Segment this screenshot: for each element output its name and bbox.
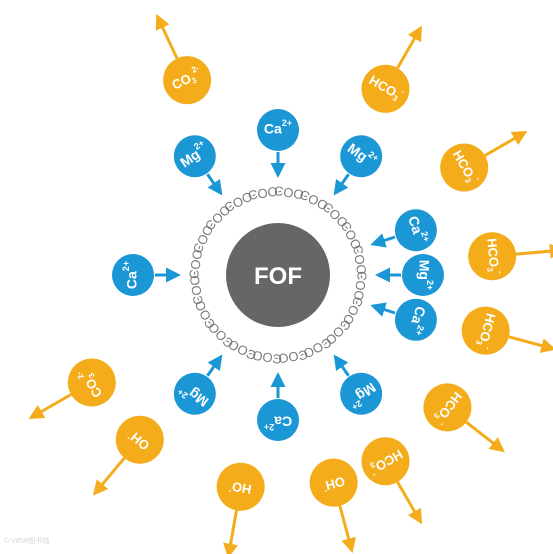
- outward-arrow: [465, 420, 505, 453]
- anion-label: HO-: [228, 478, 253, 499]
- watermark: © ViEW图书馆: [4, 538, 50, 545]
- carboxylate-label: COO-: [247, 347, 283, 367]
- inward-arrow: [333, 354, 350, 377]
- anion-bubble: [461, 306, 510, 355]
- anion-bubble: [440, 143, 489, 192]
- inward-arrow: [370, 302, 396, 317]
- ion-layer: Ca2+Mg2+Ca2+Mg2+Ca2+Mg2+Ca2+Mg2+Ca2+Mg2+…: [67, 56, 517, 511]
- fof-core-label: FOF: [254, 263, 302, 290]
- cation-bubble: [173, 372, 216, 415]
- anion-bubble: [216, 462, 265, 511]
- carboxylate-label: COO-: [350, 270, 370, 306]
- outward-arrow: [484, 131, 528, 157]
- outward-arrow: [28, 393, 72, 420]
- outward-arrow: [396, 481, 422, 525]
- fof-core-circle: [226, 223, 330, 327]
- anion-bubble: [468, 232, 517, 281]
- cation-bubble: [257, 109, 299, 151]
- outward-arrow: [223, 510, 238, 554]
- outward-arrow: [338, 505, 356, 554]
- carboxylate-label: COO-: [186, 244, 206, 280]
- outward-arrow: [92, 457, 126, 496]
- anion-label: HCO3-: [483, 237, 505, 275]
- cation-bubble: [340, 135, 383, 178]
- carboxylate-label: COO-: [273, 183, 309, 203]
- anion-bubble: [361, 437, 410, 486]
- outward-arrow: [396, 25, 423, 69]
- anion-bubble: [115, 415, 164, 464]
- cation-bubble: [112, 254, 154, 296]
- cation-bubble: [394, 209, 437, 252]
- outward-arrow: [515, 243, 553, 259]
- fof-core: FOF: [226, 223, 330, 327]
- cation-bubble: [257, 399, 299, 441]
- cation-bubble: [340, 372, 383, 415]
- cation-bubble: [402, 254, 444, 296]
- inward-arrow: [206, 173, 223, 196]
- cation-bubble: [394, 298, 437, 341]
- anion-bubble: [163, 56, 212, 105]
- outward-arrow: [508, 335, 553, 353]
- inward-arrow: [370, 233, 396, 248]
- anion-label: OH-: [321, 474, 347, 497]
- carboxylate-label: COO-: [186, 270, 206, 306]
- cation-bubble: [173, 135, 216, 178]
- inward-arrow: [333, 173, 350, 196]
- anion-bubble: [361, 64, 410, 113]
- anion-bubble: [309, 458, 358, 507]
- anion-bubble: [423, 383, 472, 432]
- anion-bubble: [67, 358, 116, 407]
- outward-arrow: [155, 13, 179, 60]
- carboxylate-label: COO-: [350, 244, 370, 280]
- inward-arrow: [206, 354, 223, 377]
- carboxylate-label: COO-: [247, 183, 283, 203]
- arrow-layer: [28, 13, 553, 554]
- carboxylate-label: COO-: [273, 347, 309, 367]
